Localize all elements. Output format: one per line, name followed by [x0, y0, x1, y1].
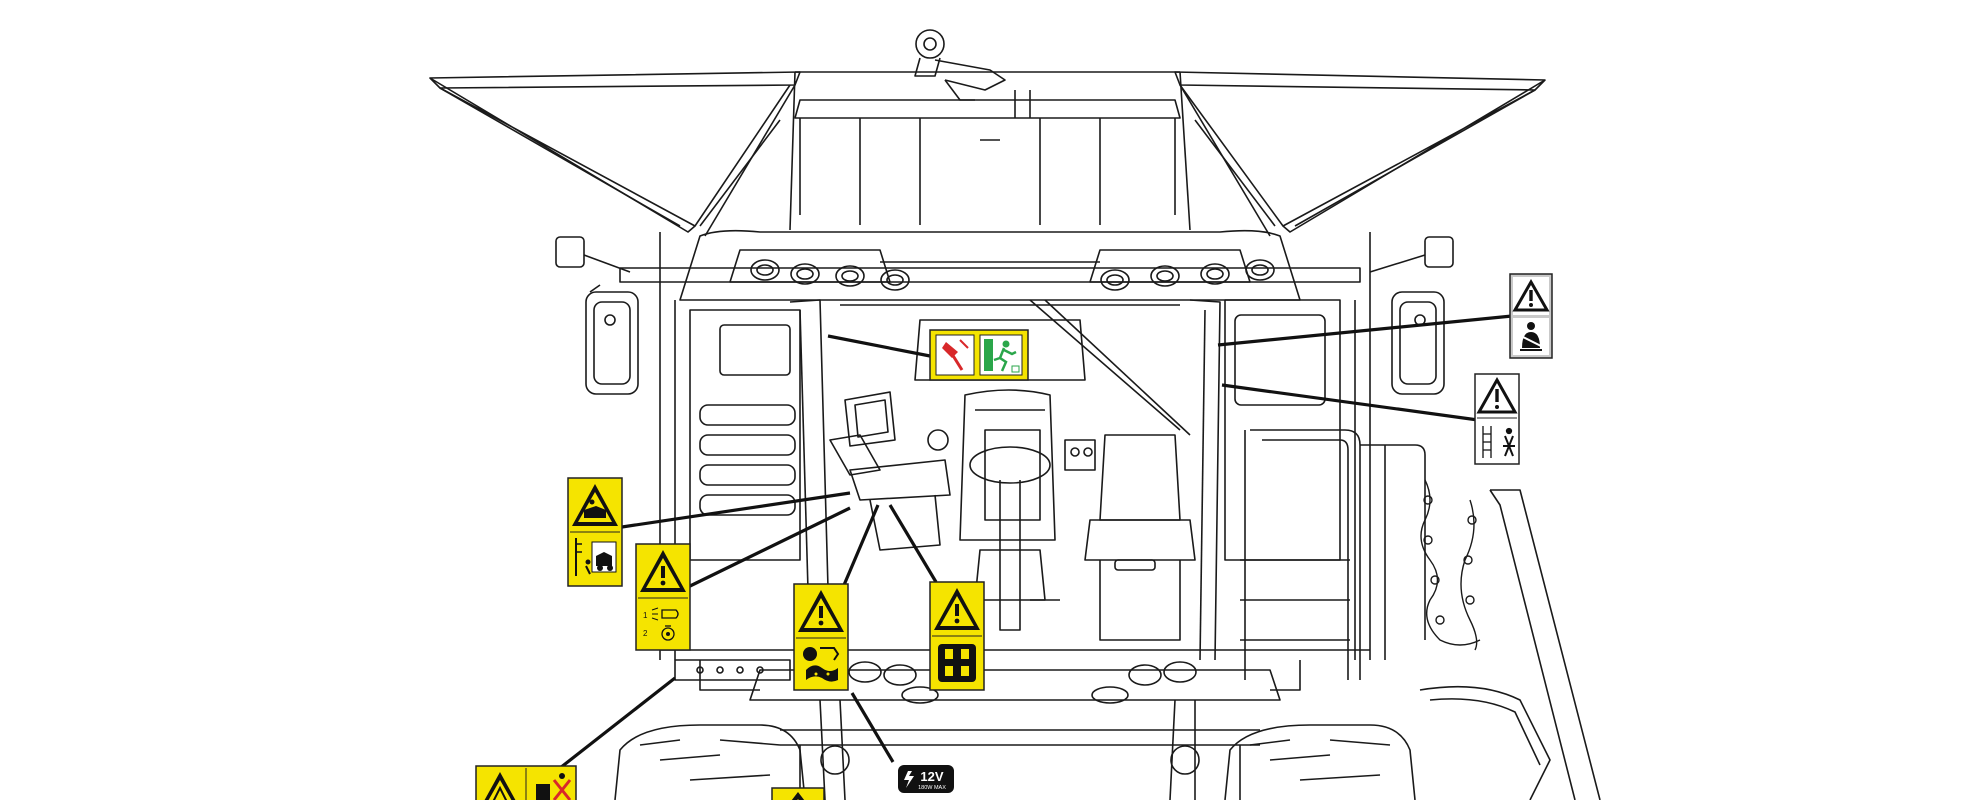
right-mirror: [1369, 236, 1454, 395]
safety-chain: [1420, 479, 1481, 651]
right-tire: [1224, 724, 1416, 801]
ladder-hazard-icon: [1482, 426, 1515, 458]
left-crossbar: [674, 659, 791, 681]
control-console: [829, 391, 1096, 551]
warning-triangle-icon: [934, 588, 980, 630]
decal-horn-lights: 1 2: [635, 543, 691, 651]
warning-triangle-icon: [572, 484, 618, 526]
warning-triangle-icon: [640, 550, 686, 592]
svg-text:2: 2: [643, 629, 648, 638]
brake-pedal-icon: [938, 644, 976, 682]
power-outlet-voltage: 12V: [920, 769, 943, 784]
decal-seat-belt: [1509, 273, 1553, 359]
operator-seat: [959, 389, 1060, 631]
warning-triangle-icon: [798, 590, 844, 632]
left-mirror: [555, 236, 639, 395]
leader-lines: [559, 314, 1513, 770]
decal-brake: [929, 581, 985, 691]
mast: [914, 29, 1006, 101]
crush-hazard-icon: [575, 538, 617, 576]
decal-read-manual: [793, 583, 849, 691]
decal-ladder: [1474, 373, 1520, 465]
seat-belt-icon: [1520, 322, 1542, 351]
decal-emergency-exit: [929, 329, 1029, 381]
emergency-exit-running-man-icon: [984, 339, 1020, 373]
power-outlet-label: 12V 180W MAX: [898, 765, 954, 793]
boom-arm: [1419, 489, 1601, 801]
left-extension-wing: [429, 71, 801, 237]
grain-tank-frame: [789, 71, 1191, 231]
front-bumper: [660, 649, 1370, 800]
lightning-bolt-icon: [904, 771, 914, 788]
decal-bottom-left: [475, 765, 577, 805]
right-extension-wing: [1174, 71, 1546, 237]
power-outlet-rating: 180W MAX: [918, 785, 946, 791]
warning-triangle-icon: [1476, 376, 1518, 414]
left-work-lights: [750, 259, 910, 291]
exit-hammer-icon: [942, 339, 969, 371]
svg-text:1: 1: [643, 611, 648, 620]
operator-manual-icon: [803, 647, 840, 682]
cab-roof: [619, 229, 1361, 301]
left-tire: [614, 724, 806, 801]
right-work-lights: [1100, 259, 1275, 291]
warning-triangle-icon: [1512, 278, 1550, 312]
warning-triangle-icon: [481, 772, 519, 805]
machine-body: [659, 232, 1371, 660]
decal-crush-hazard: [567, 477, 623, 587]
machine-outline: [429, 29, 1601, 801]
horn-lights-icon: 1 2: [643, 607, 679, 641]
axle-hubs: [819, 699, 1200, 801]
instructor-seat: [1084, 434, 1196, 641]
decal-bottom-center: [771, 787, 825, 805]
access-ladder: [1240, 429, 1426, 680]
